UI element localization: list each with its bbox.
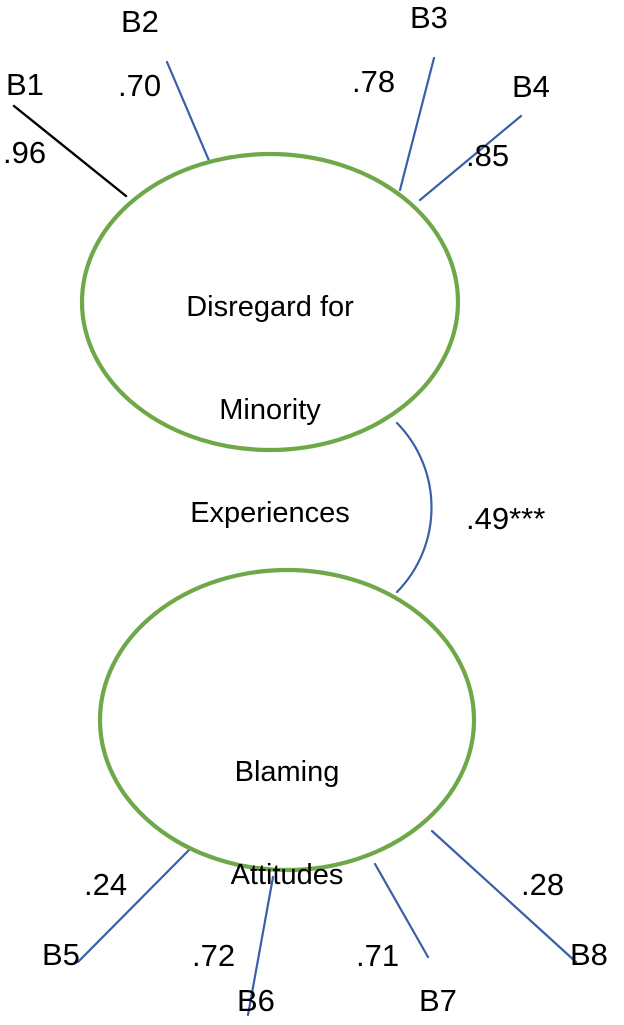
loading-value-b2: .70 [118,68,162,103]
latent-ellipse-blaming [97,567,477,873]
correlation-value: .49*** [466,501,546,536]
indicator-label-b7: B7 [419,983,457,1018]
indicator-label-b1: B1 [6,67,44,102]
path-line-b6 [246,875,275,1017]
correlation-curve [395,421,433,594]
loading-value-b8: .28 [521,867,565,902]
loading-value-b3: .78 [352,64,396,99]
indicator-label-b5: B5 [42,937,80,972]
indicator-label-b6: B6 [237,983,275,1018]
loading-value-b6: .72 [192,938,236,973]
loading-value-b4: .85 [466,138,510,173]
path-line-b8 [430,829,578,964]
latent-ellipse-disregard [79,151,461,453]
path-line-b5 [76,847,192,964]
loading-value-b1: .96 [3,135,47,170]
loading-value-b7: .71 [356,938,400,973]
path-line-b3 [398,56,436,192]
indicator-label-b2: B2 [121,4,159,39]
indicator-label-b4: B4 [512,69,550,104]
path-line-b1 [12,104,128,198]
path-line-b7 [373,862,430,959]
indicator-label-b8: B8 [570,937,608,972]
path-line-b4 [418,114,523,202]
path-line-b2 [165,60,215,172]
loading-value-b5: .24 [84,867,128,902]
indicator-label-b3: B3 [410,0,448,35]
